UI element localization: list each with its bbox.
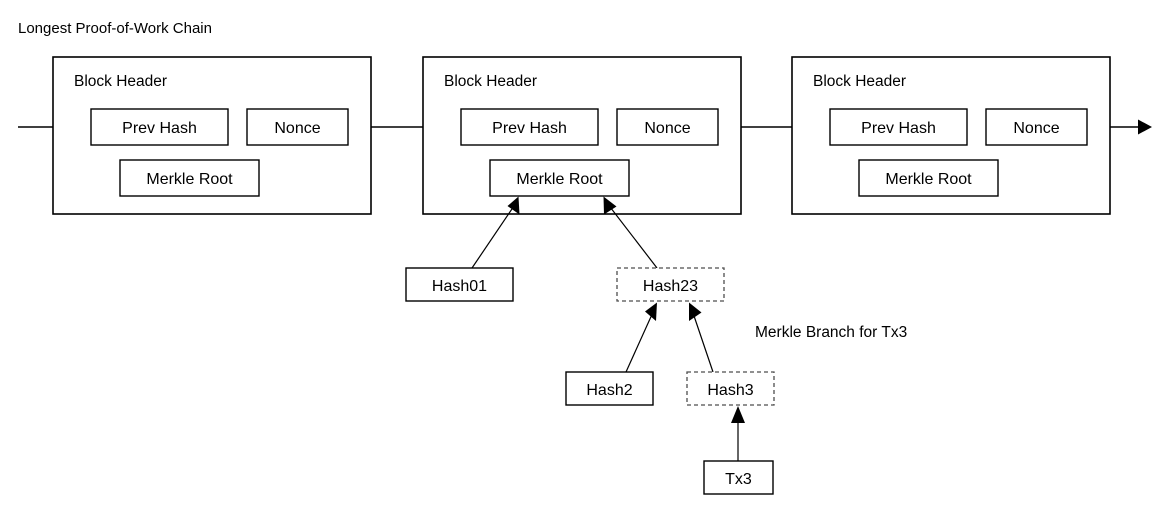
block-1-merkle-root-label: Merkle Root: [146, 171, 233, 188]
block-2-nonce-label: Nonce: [644, 120, 690, 137]
edge-tx3-to-hash3: [731, 406, 745, 461]
edge-hash01-to-merkle-root: [471, 196, 520, 269]
block-3-merkle-root-label: Merkle Root: [885, 171, 972, 188]
block-3-nonce-label: Nonce: [1013, 120, 1059, 137]
hash3-label: Hash3: [707, 382, 753, 399]
block-header-3[interactable]: Block Header Prev Hash Nonce Merkle Root: [791, 56, 1111, 215]
hash01-box[interactable]: [405, 267, 514, 302]
hash23-label: Hash23: [643, 278, 698, 295]
block-2-title: Block Header: [444, 73, 537, 90]
edge-hash2-to-hash23: [625, 302, 657, 373]
hash2-box[interactable]: [565, 371, 654, 406]
page-title: Longest Proof-of-Work Chain: [18, 20, 212, 37]
merkle-node-hash01[interactable]: Hash01: [405, 267, 514, 302]
block-1-nonce-box[interactable]: [246, 108, 349, 146]
edge-hash23-to-merkle-root: [603, 196, 658, 269]
block-1-merkle-root-box[interactable]: [119, 159, 260, 197]
merkle-branch-caption: Merkle Branch for Tx3: [755, 324, 907, 341]
edge-hash3-to-hash23: [689, 302, 714, 373]
block-1-prev-hash-box[interactable]: [90, 108, 229, 146]
block-2-merkle-root-label: Merkle Root: [516, 171, 603, 188]
block-2-nonce-box[interactable]: [616, 108, 719, 146]
tx3-label: Tx3: [725, 471, 752, 488]
merkle-node-hash3[interactable]: Hash3: [686, 371, 775, 406]
block-3-prev-hash-label: Prev Hash: [861, 120, 936, 137]
hash3-box[interactable]: [686, 371, 775, 406]
block-1-nonce-label: Nonce: [274, 120, 320, 137]
block-3-merkle-root-box[interactable]: [858, 159, 999, 197]
block-header-1[interactable]: Block Header Prev Hash Nonce Merkle Root: [52, 56, 372, 215]
merkle-node-hash2[interactable]: Hash2: [565, 371, 654, 406]
block-3-prev-hash-box[interactable]: [829, 108, 968, 146]
hash01-label: Hash01: [432, 278, 487, 295]
block-2-prev-hash-box[interactable]: [460, 108, 599, 146]
block-2-merkle-root-box[interactable]: [489, 159, 630, 197]
block-1-prev-hash-label: Prev Hash: [122, 120, 197, 137]
block-3-title: Block Header: [813, 73, 906, 90]
tx3-box[interactable]: [703, 460, 774, 495]
hash2-label: Hash2: [586, 382, 632, 399]
hash23-box[interactable]: [616, 267, 725, 302]
chain-arrow-outgoing: [1110, 119, 1152, 135]
block-header-2[interactable]: Block Header Prev Hash Nonce Merkle Root: [422, 56, 742, 215]
block-3-nonce-box[interactable]: [985, 108, 1088, 146]
block-2-prev-hash-label: Prev Hash: [492, 120, 567, 137]
merkle-node-hash23[interactable]: Hash23: [616, 267, 725, 302]
block-1-title: Block Header: [74, 73, 167, 90]
merkle-node-tx3[interactable]: Tx3: [703, 460, 774, 495]
